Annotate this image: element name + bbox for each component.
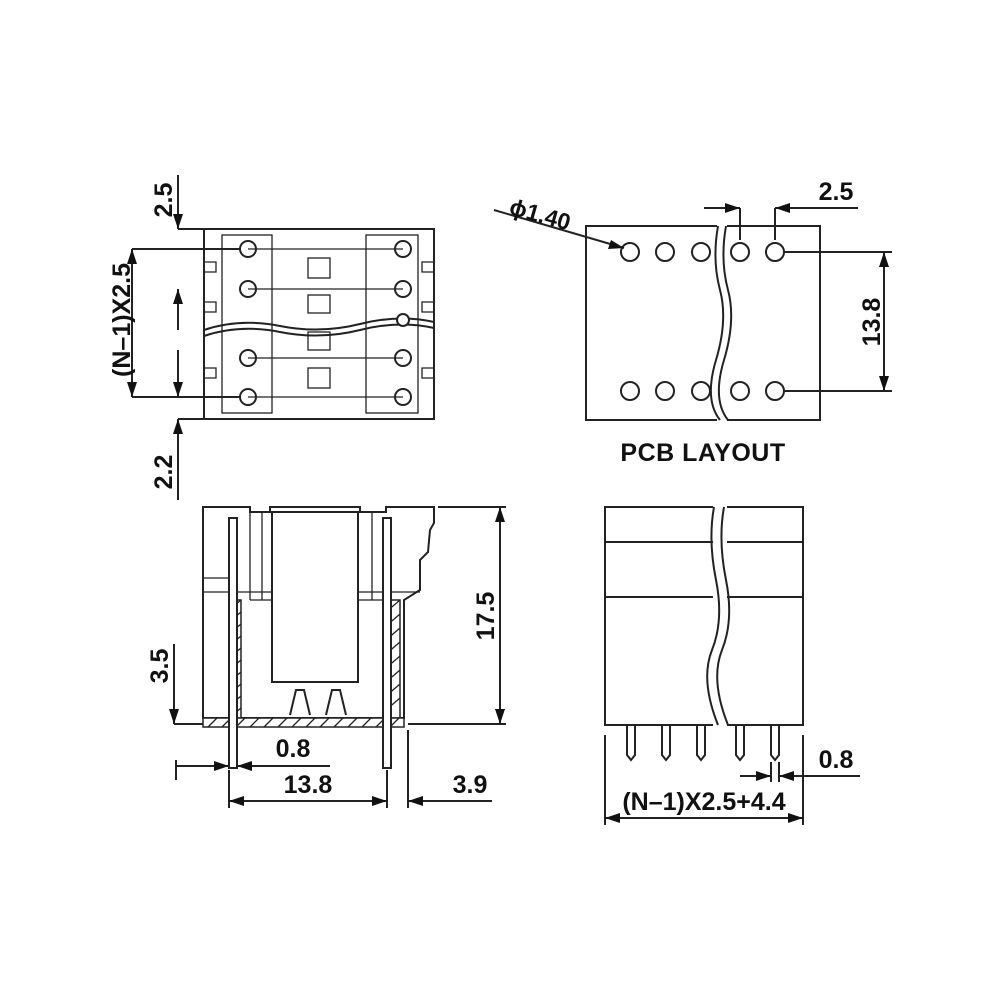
pcb-break-line	[709, 225, 725, 421]
dim-pin-width: 0.8	[276, 735, 311, 763]
top-view-break-line-2	[203, 323, 435, 337]
dim-pin-spacing: 13.8	[284, 771, 333, 799]
top-view-dimensions: 2.5 (N–1)X2.5 2.2	[108, 175, 240, 500]
dim-top-pitch: (N–1)X2.5	[108, 263, 136, 377]
side-cavity	[271, 511, 359, 683]
front-view	[604, 505, 804, 762]
pcb-holes	[620, 242, 785, 401]
front-housing	[604, 506, 804, 726]
dim-front-pin-width: 0.8	[819, 746, 854, 774]
pcb-break-line-2	[717, 225, 733, 421]
pcb-hole	[765, 242, 785, 262]
side-housing	[202, 506, 435, 719]
pcb-hole	[730, 381, 750, 401]
dim-total-height: 17.5	[472, 592, 500, 641]
dim-top-margin: 2.5	[150, 183, 178, 218]
pcb-hole	[655, 242, 675, 262]
dim-front-length: (N–1)X2.5+4.4	[622, 788, 785, 816]
pcb-dimensions: ɸ1.40 2.5 13.8	[493, 178, 892, 392]
pcb-layout-title: PCB LAYOUT	[620, 439, 785, 467]
side-view-dimensions: 17.5 3.5 0.8 13.8 3.9	[146, 506, 506, 808]
dim-row-spacing: 13.8	[858, 298, 886, 347]
release-slot	[307, 257, 331, 279]
pcb-hole	[620, 242, 640, 262]
side-pin-right	[382, 517, 392, 769]
dim-offset: 3.9	[453, 771, 488, 799]
side-view	[202, 506, 435, 769]
pcb-hole	[691, 381, 711, 401]
top-view-slots	[307, 257, 331, 389]
pcb-layout: PCB LAYOUT	[585, 224, 821, 467]
contact-hole	[396, 313, 410, 327]
spring-contacts	[289, 689, 347, 716]
dim-hole-diameter: ɸ1.40	[507, 193, 574, 235]
pcb-hole	[655, 381, 675, 401]
front-break-line-2	[716, 506, 731, 726]
pcb-hole	[620, 381, 640, 401]
release-slot	[307, 294, 331, 314]
dim-pin-length: 3.5	[146, 649, 174, 684]
front-break-line	[706, 506, 721, 726]
dim-bottom-margin: 2.2	[150, 455, 178, 490]
front-pins	[626, 725, 780, 762]
dim-pcb-pitch: 2.5	[819, 178, 854, 206]
pcb-hole	[730, 242, 750, 262]
pcb-hole	[691, 242, 711, 262]
top-view	[203, 228, 435, 420]
release-slot	[307, 367, 331, 389]
release-slot	[307, 331, 331, 351]
pcb-hole	[765, 381, 785, 401]
side-pin-left	[228, 517, 238, 769]
front-view-dimensions: 0.8 (N–1)X2.5+4.4	[604, 735, 860, 825]
top-view-right-rail	[365, 234, 419, 414]
